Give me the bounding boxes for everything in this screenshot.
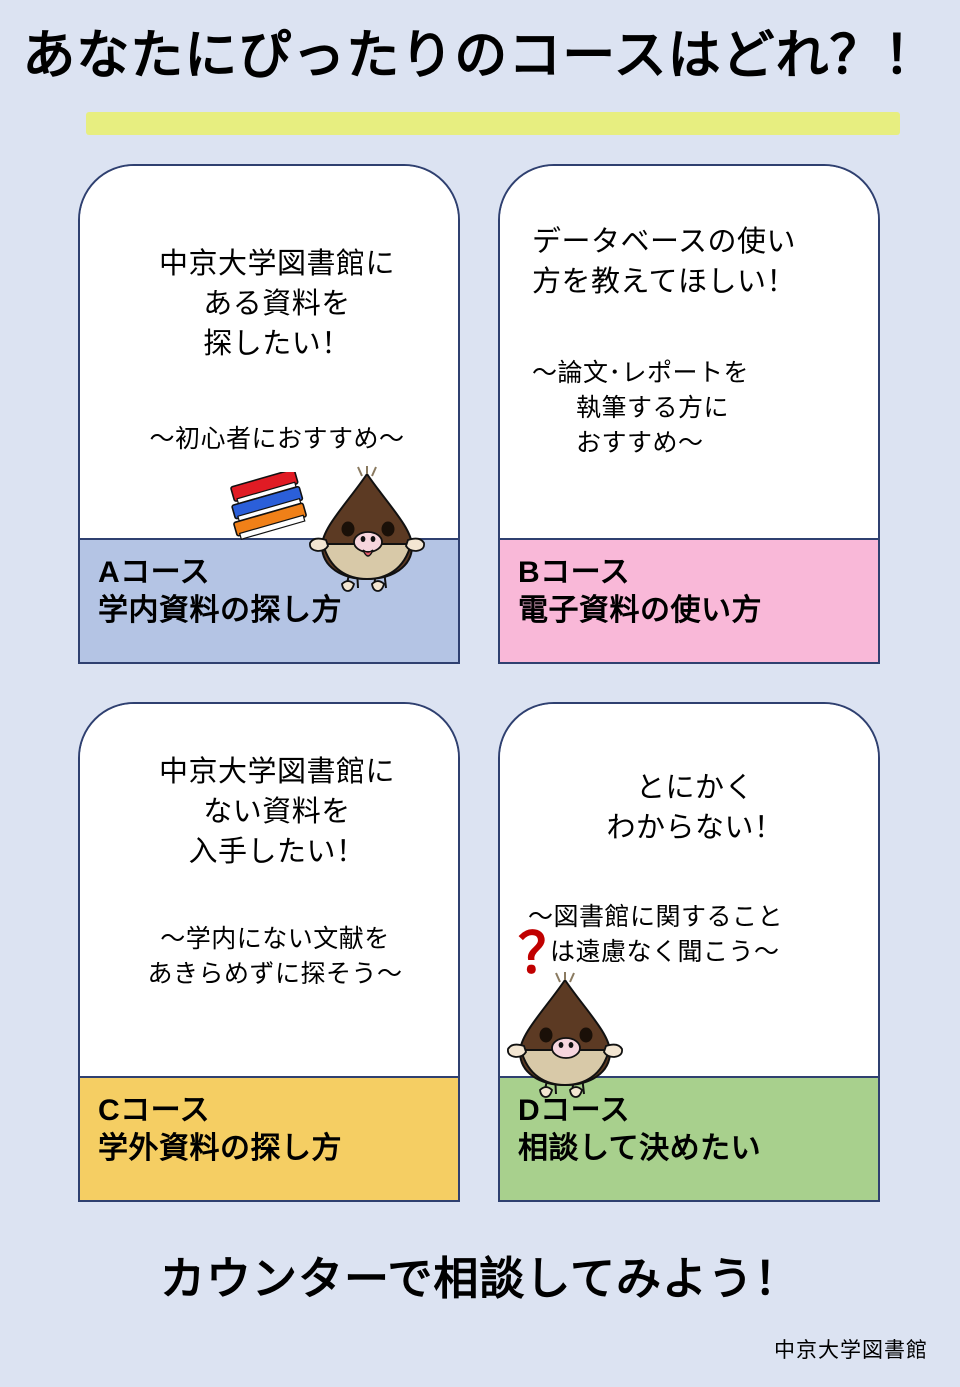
headline-line: ない資料を	[203, 796, 351, 829]
headline-line: 方を教えてほしい！	[532, 266, 797, 299]
course-code: Cコース	[98, 1094, 211, 1127]
call-to-action-text: カウンターで相談してみよう！	[160, 1253, 800, 1304]
course-card-a-body: 中京大学図書館に ある資料を 探したい！ 〜初心者におすすめ〜	[80, 166, 458, 592]
subline-line: 〜図書館に関すること	[528, 903, 784, 931]
course-card-b-headline: データベースの使い 方を教えてほしい！	[500, 222, 878, 302]
book-stack-icon	[230, 472, 307, 540]
course-card-b[interactable]: データベースの使い 方を教えてほしい！ 〜論文･レポートを 執筆する方に おすす…	[498, 164, 880, 664]
mole-mascot-icon	[507, 972, 623, 1098]
course-card-c[interactable]: 中京大学図書館に ない資料を 入手したい！ 〜学内にない文献を あきらめずに探そ…	[78, 702, 460, 1202]
course-card-d-body: とにかく わからない！ 〜図書館に関すること は遠慮なく聞こう〜 ？	[500, 704, 878, 1098]
course-card-c-subline: 〜学内にない文献を あきらめずに探そう〜	[80, 922, 458, 992]
headline-line: わからない！	[606, 812, 784, 845]
course-title: 相談して決めたい	[518, 1132, 762, 1166]
course-card-d-headline: とにかく わからない！	[500, 768, 878, 848]
headline-line: 入手したい！	[188, 836, 366, 869]
course-title: 学内資料の探し方	[98, 594, 342, 628]
course-title: 学外資料の探し方	[98, 1132, 342, 1166]
course-code: Dコース	[518, 1094, 631, 1127]
course-title: 電子資料の使い方	[518, 594, 762, 628]
course-card-d-footer: Dコース 相談して決めたい	[500, 1076, 878, 1200]
course-card-c-headline: 中京大学図書館に ない資料を 入手したい！	[80, 752, 458, 872]
subline-line: 執筆する方に	[576, 394, 730, 422]
course-card-grid: 中京大学図書館に ある資料を 探したい！ 〜初心者におすすめ〜	[78, 164, 882, 1224]
title-highlight-marker	[86, 112, 900, 135]
course-card-a-subline: 〜初心者におすすめ〜	[80, 422, 458, 457]
library-signature: 中京大学図書館	[774, 1339, 928, 1362]
subline-line: 〜論文･レポートを	[532, 359, 750, 387]
subline-line: は遠慮なく聞こう〜	[550, 938, 780, 966]
course-code: Bコース	[518, 556, 631, 589]
headline-line: 中京大学図書館に	[158, 756, 395, 788]
course-card-c-body: 中京大学図書館に ない資料を 入手したい！ 〜学内にない文献を あきらめずに探そ…	[80, 704, 458, 1076]
course-card-d[interactable]: とにかく わからない！ 〜図書館に関すること は遠慮なく聞こう〜 ？	[498, 702, 880, 1202]
headline-line: データベースの使い	[532, 226, 797, 258]
mole-mascot-icon	[309, 466, 425, 592]
course-card-a[interactable]: 中京大学図書館に ある資料を 探したい！ 〜初心者におすすめ〜	[78, 164, 460, 664]
course-code: Aコース	[98, 556, 211, 589]
course-card-b-subline: 〜論文･レポートを 執筆する方に おすすめ〜	[500, 356, 878, 461]
poster-header: あなたにぴったりのコースはどれ？！	[0, 26, 960, 146]
subline-line: 〜初心者におすすめ〜	[149, 425, 405, 453]
page-title: あなたにぴったりのコースはどれ？！	[22, 26, 938, 85]
course-card-a-headline: 中京大学図書館に ある資料を 探したい！	[80, 244, 458, 364]
headline-line: 探したい！	[203, 328, 351, 361]
course-card-c-footer: Cコース 学外資料の探し方	[80, 1076, 458, 1200]
headline-line: ある資料を	[203, 288, 351, 321]
subline-line: 〜学内にない文献を	[160, 925, 390, 953]
course-card-b-body: データベースの使い 方を教えてほしい！ 〜論文･レポートを 執筆する方に おすす…	[500, 166, 878, 538]
subline-line: おすすめ〜	[576, 429, 704, 457]
subline-line: あきらめずに探そう〜	[147, 960, 403, 988]
headline-line: とにかく	[635, 772, 754, 804]
headline-line: 中京大学図書館に	[158, 248, 395, 280]
course-card-d-subline: 〜図書館に関すること は遠慮なく聞こう〜	[500, 900, 878, 970]
course-card-b-footer: Bコース 電子資料の使い方	[500, 538, 878, 662]
